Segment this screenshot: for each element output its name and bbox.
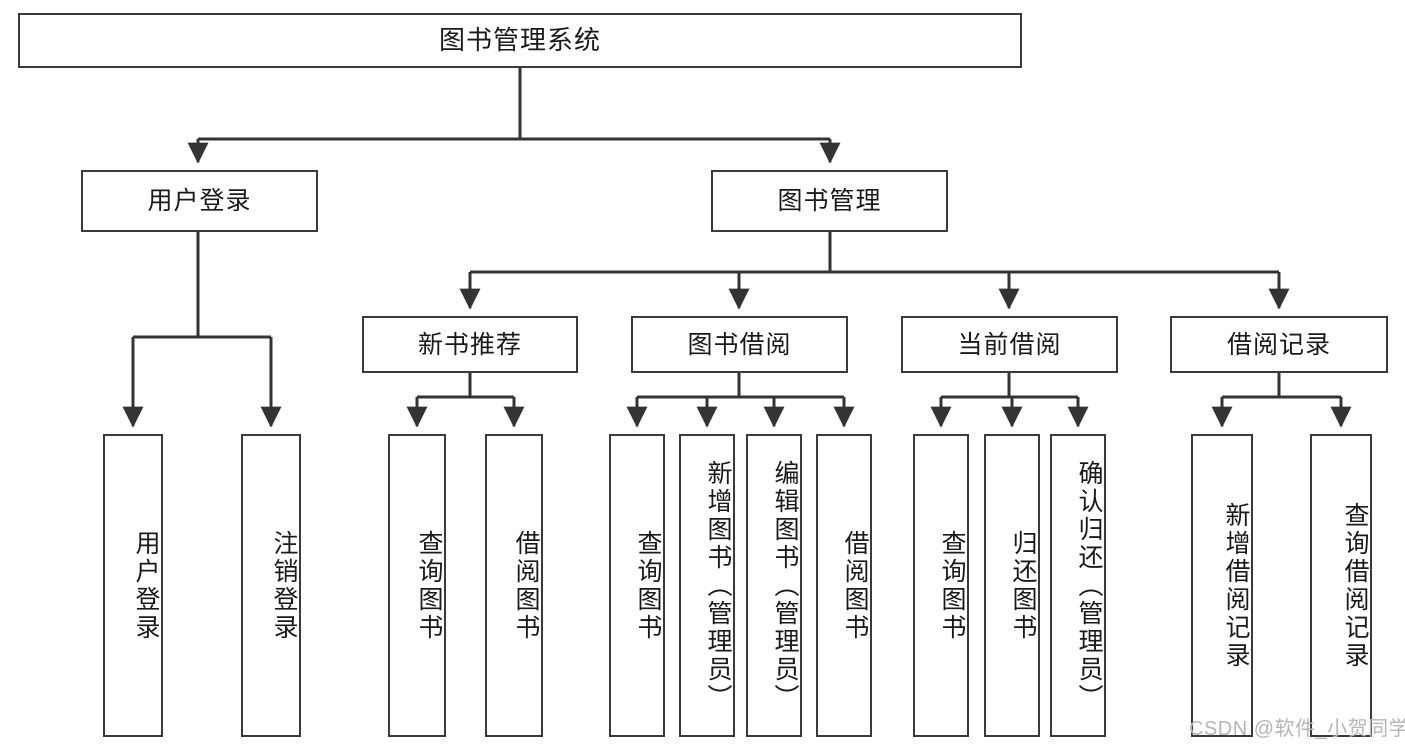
leaf-add-book-admin[interactable]: 新增图书（管理员） xyxy=(679,434,735,737)
leaf-logout-label: 注销登录 xyxy=(270,529,298,642)
leaf-borrow-book-newbook-label: 借阅图书 xyxy=(512,529,540,642)
node-book-borrow[interactable]: 图书借阅 xyxy=(631,316,848,373)
leaf-query-book-newbook-label: 查询图书 xyxy=(415,529,443,642)
node-current-borrow-label: 当前借阅 xyxy=(957,330,1062,359)
leaf-add-borrow-record-label: 新增借阅记录 xyxy=(1222,501,1250,670)
node-current-borrow[interactable]: 当前借阅 xyxy=(901,316,1118,373)
leaf-confirm-return-admin[interactable]: 确认归还（管理员） xyxy=(1050,434,1106,737)
node-new-book-recommend-label: 新书推荐 xyxy=(417,330,522,359)
leaf-query-book-borrow-label: 查询图书 xyxy=(634,529,662,642)
leaf-edit-book-admin-label: 编辑图书（管理员） xyxy=(771,459,799,712)
leaf-query-book-newbook[interactable]: 查询图书 xyxy=(388,434,446,737)
leaf-return-book-label: 归还图书 xyxy=(1009,529,1037,642)
leaf-user-login-label: 用户登录 xyxy=(132,529,160,642)
leaf-query-book-borrow[interactable]: 查询图书 xyxy=(609,434,665,737)
leaf-edit-book-admin[interactable]: 编辑图书（管理员） xyxy=(746,434,802,737)
node-borrow-record-label: 借阅记录 xyxy=(1226,330,1331,359)
leaf-borrow-book-newbook[interactable]: 借阅图书 xyxy=(485,434,543,737)
leaf-query-borrow-record[interactable]: 查询借阅记录 xyxy=(1310,434,1372,737)
node-borrow-record[interactable]: 借阅记录 xyxy=(1170,316,1388,373)
node-user-login[interactable]: 用户登录 xyxy=(81,170,318,232)
node-book-borrow-label: 图书借阅 xyxy=(687,330,792,359)
leaf-borrow-book[interactable]: 借阅图书 xyxy=(816,434,872,737)
leaf-return-book[interactable]: 归还图书 xyxy=(984,434,1040,737)
leaf-user-login[interactable]: 用户登录 xyxy=(103,434,163,737)
node-new-book-recommend[interactable]: 新书推荐 xyxy=(362,316,578,373)
node-root[interactable]: 图书管理系统 xyxy=(18,13,1022,68)
leaf-query-book-current-label: 查询图书 xyxy=(938,529,966,642)
node-book-management[interactable]: 图书管理 xyxy=(711,170,948,232)
leaf-add-borrow-record[interactable]: 新增借阅记录 xyxy=(1191,434,1253,737)
leaf-borrow-book-label: 借阅图书 xyxy=(841,529,869,642)
leaf-confirm-return-admin-label: 确认归还（管理员） xyxy=(1075,459,1103,712)
leaf-query-book-current[interactable]: 查询图书 xyxy=(913,434,969,737)
leaf-add-book-admin-label: 新增图书（管理员） xyxy=(704,459,732,712)
leaf-logout[interactable]: 注销登录 xyxy=(241,434,301,737)
node-root-label: 图书管理系统 xyxy=(438,24,601,55)
watermark: CSDN @软件_小贺同学 xyxy=(1189,718,1405,740)
node-user-login-label: 用户登录 xyxy=(147,187,252,215)
node-book-management-label: 图书管理 xyxy=(777,187,882,215)
leaf-query-borrow-record-label: 查询借阅记录 xyxy=(1341,501,1369,670)
